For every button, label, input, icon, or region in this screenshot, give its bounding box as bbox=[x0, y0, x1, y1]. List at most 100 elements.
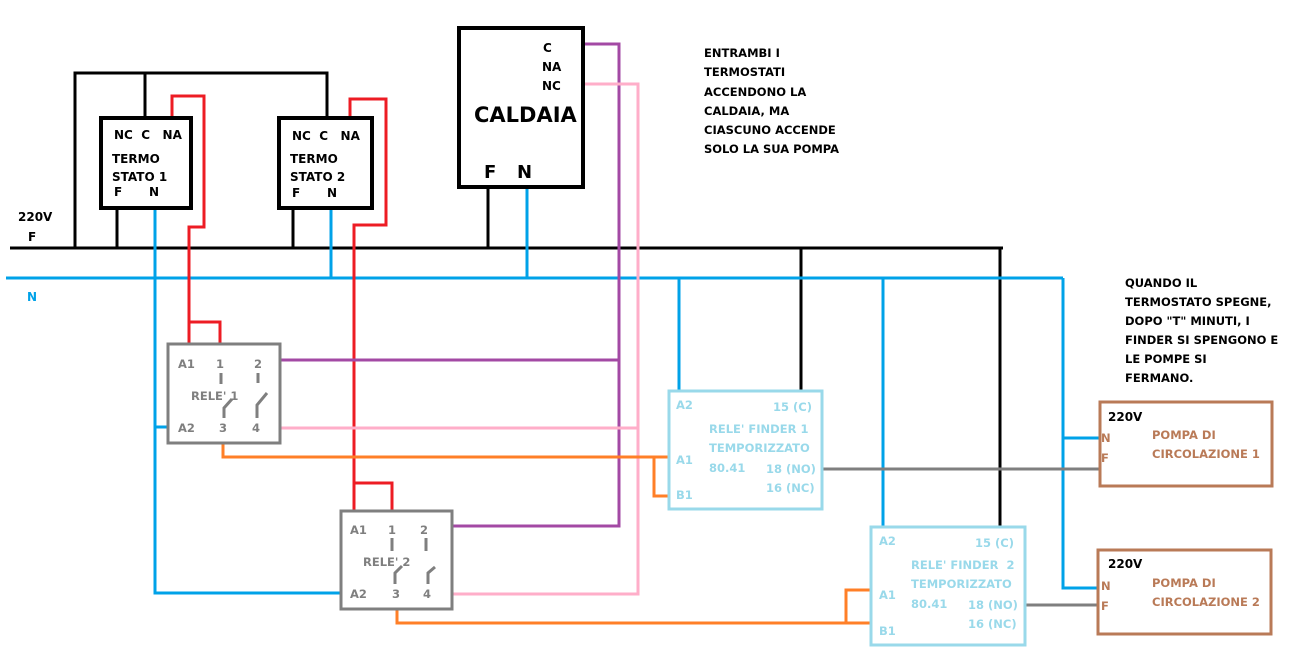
boiler-term-nc: NC bbox=[542, 79, 561, 93]
thermostat-2: NC C NA TERMO STATO 2 F N bbox=[277, 116, 374, 210]
neutral-to-relays-a2 bbox=[153, 278, 341, 595]
pump2-term-n: N bbox=[1101, 579, 1111, 593]
finder1-name-2: TEMPORIZZATO bbox=[709, 441, 810, 455]
note-top-line: ACCENDONO LA bbox=[704, 85, 806, 99]
note-right: QUANDO IL TERMOSTATO SPEGNE, DOPO "T" MI… bbox=[1125, 276, 1278, 385]
finder-relay-1: A2 15 (C) RELE' FINDER 1 TEMPORIZZATO A1… bbox=[667, 389, 824, 511]
thermostat-1: NC C NA TERMO STATO 1 F N bbox=[99, 116, 193, 210]
relay2-name: RELE' 2 bbox=[363, 555, 410, 569]
finder1-18no: 18 (NO) bbox=[766, 462, 816, 476]
relay-output-wires bbox=[221, 444, 871, 625]
finder-relay-2: A2 15 (C) RELE' FINDER 2 TEMPORIZZATO A1… bbox=[869, 525, 1027, 647]
pump-2: 220V N F POMPA DI CIRCOLAZIONE 2 bbox=[1096, 548, 1273, 636]
finder1-a1-b1-bridge bbox=[652, 455, 669, 498]
thermo2-name-1: TERMO bbox=[290, 152, 338, 166]
note-right-line: TERMOSTATO SPEGNE, bbox=[1125, 295, 1272, 309]
relay-1: A1 1 2 RELE' 1 A2 3 4 bbox=[166, 342, 282, 445]
supply-voltage: 220V bbox=[18, 210, 53, 224]
thermo1-name-2: STATO 1 bbox=[112, 170, 167, 184]
finder2-name-1: RELE' FINDER 2 bbox=[911, 558, 1014, 572]
relay2-t3: 3 bbox=[392, 587, 400, 601]
note-top-line: ENTRAMBI I bbox=[704, 46, 780, 60]
finder-output-wires bbox=[822, 467, 1099, 607]
boiler-nc-line bbox=[453, 82, 640, 596]
note-top: ENTRAMBI I TERMOSTATI ACCENDONO LA CALDA… bbox=[704, 46, 839, 156]
note-right-line: LE POMPE SI bbox=[1125, 352, 1207, 366]
boiler-c-line bbox=[453, 42, 621, 528]
relay2-t3-to-finder2 bbox=[395, 610, 871, 625]
relay2-a1-to-t1 bbox=[354, 481, 394, 510]
relay-2: A1 1 2 RELE' 2 A2 3 4 bbox=[339, 509, 454, 611]
finder2-15c: 15 (C) bbox=[975, 536, 1014, 550]
thermo1-terminals: NC C NA bbox=[114, 128, 183, 142]
thermo1-term-f: F bbox=[114, 185, 122, 199]
boiler: C NA NC CALDAIA F N bbox=[457, 26, 585, 189]
relay1-t3: 3 bbox=[219, 421, 227, 435]
finder2-a2: A2 bbox=[879, 534, 896, 548]
pump1-name-2: CIRCOLAZIONE 1 bbox=[1152, 447, 1260, 461]
finder2-name-2: TEMPORIZZATO bbox=[911, 577, 1012, 591]
thermo2-terminals: NC C NA bbox=[292, 129, 361, 143]
pump2-voltage: 220V bbox=[1108, 557, 1143, 571]
finder2-a1: A1 bbox=[879, 588, 896, 602]
finder1-a2: A2 bbox=[676, 398, 693, 412]
pump2-name-2: CIRCOLAZIONE 2 bbox=[1152, 595, 1260, 609]
pump1-name-1: POMPA DI bbox=[1152, 428, 1216, 442]
thermo2-term-f: F bbox=[292, 186, 300, 200]
finder2-18no: 18 (NO) bbox=[968, 598, 1018, 612]
note-right-line: QUANDO IL bbox=[1125, 276, 1198, 290]
relay1-a1: A1 bbox=[178, 357, 195, 371]
relay2-t2: 2 bbox=[420, 523, 428, 537]
thermo1-na-to-relay1 bbox=[170, 94, 206, 343]
note-top-line: SOLO LA SUA POMPA bbox=[704, 142, 839, 156]
note-top-line: CIASCUNO ACCENDE bbox=[704, 123, 836, 137]
pump1-term-n: N bbox=[1101, 431, 1111, 445]
finder2-16nc: 16 (NC) bbox=[968, 617, 1017, 631]
finder1-16nc: 16 (NC) bbox=[766, 481, 815, 495]
boiler-term-na: NA bbox=[542, 60, 562, 74]
relay1-t1: 1 bbox=[216, 357, 224, 371]
relay2-t1: 1 bbox=[388, 523, 396, 537]
thermo2-na-to-relay2 bbox=[348, 97, 388, 510]
relay2-t4: 4 bbox=[423, 587, 431, 601]
relay2-a1: A1 bbox=[350, 523, 367, 537]
neutral-wires bbox=[6, 188, 1099, 595]
thermo2-name-2: STATO 2 bbox=[290, 170, 345, 184]
pump1-term-f: F bbox=[1101, 451, 1109, 465]
finder2-model: 80.41 bbox=[911, 597, 947, 611]
boiler-nc-wires bbox=[281, 82, 640, 596]
boiler-term-f: F bbox=[484, 162, 496, 183]
supply-neutral-label: N bbox=[27, 290, 37, 304]
relay1-t3-to-finder1 bbox=[221, 444, 669, 459]
relay1-a1-to-t1 bbox=[189, 320, 222, 343]
note-right-line: FERMANO. bbox=[1125, 371, 1193, 385]
relay1-a2: A2 bbox=[178, 421, 195, 435]
boiler-name: CALDAIA bbox=[474, 103, 578, 127]
finder1-name-1: RELE' FINDER 1 bbox=[709, 422, 808, 436]
thermo2-term-n: N bbox=[327, 186, 337, 200]
note-right-line: DOPO "T" MINUTI, I bbox=[1125, 314, 1250, 328]
supply-phase-label: F bbox=[28, 230, 36, 244]
note-top-line: CALDAIA, MA bbox=[704, 104, 789, 118]
finder1-b1: B1 bbox=[676, 488, 693, 502]
finder2-b1: B1 bbox=[879, 624, 896, 638]
relay2-contact-symbols bbox=[390, 538, 436, 584]
pump2-term-f: F bbox=[1101, 599, 1109, 613]
boiler-term-c: C bbox=[543, 41, 552, 55]
boiler-term-n: N bbox=[517, 162, 532, 183]
thermostat-na-wires bbox=[170, 94, 394, 510]
finder1-model: 80.41 bbox=[709, 461, 745, 475]
pump1-voltage: 220V bbox=[1108, 410, 1143, 424]
relay1-contact-symbols bbox=[219, 373, 269, 418]
phase-wires bbox=[10, 71, 1003, 526]
boiler-c-wires bbox=[281, 42, 621, 528]
pump2-name-1: POMPA DI bbox=[1152, 576, 1216, 590]
relay1-t4: 4 bbox=[252, 421, 260, 435]
finder2-a1-b1-bridge bbox=[844, 588, 871, 623]
note-right-line: FINDER SI SPENGONO E bbox=[1125, 333, 1278, 347]
phase-to-thermostats-c bbox=[73, 71, 329, 248]
relay1-name: RELE' 1 bbox=[191, 389, 238, 403]
neutral-to-pumps bbox=[1061, 278, 1099, 590]
relay2-a2: A2 bbox=[350, 587, 367, 601]
